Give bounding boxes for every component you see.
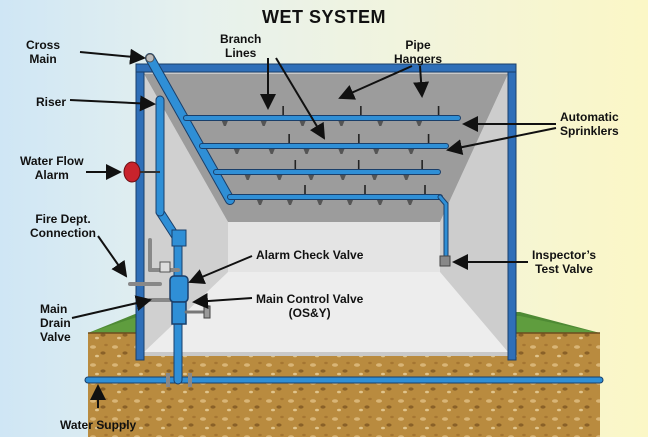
piping <box>84 53 604 387</box>
arrow-pipe-hangers-1 <box>338 65 413 100</box>
sprinkler-head <box>373 149 380 154</box>
arrow-riser <box>69 95 156 112</box>
sprinkler-head <box>407 200 413 205</box>
arrow-sprinklers-2 <box>446 127 557 156</box>
arrow-main-drain <box>71 295 152 319</box>
sprinkler-head <box>257 200 263 205</box>
diagram-title: WET SYSTEM <box>261 7 386 27</box>
sprinkler-head <box>403 175 410 180</box>
arrow-main-control-valve <box>192 293 253 310</box>
sprinkler-head <box>276 175 283 180</box>
arrow-branch-lines-2 <box>275 57 326 140</box>
sprinkler-head <box>371 175 378 180</box>
sprinkler-head <box>338 121 345 126</box>
sprinkler-head <box>416 121 423 126</box>
sprinkler-head <box>317 200 323 205</box>
sprinkler-head <box>260 121 267 126</box>
sprinkler-head <box>221 121 228 126</box>
sprinkler-head <box>299 121 306 126</box>
sprinkler-head <box>377 200 383 205</box>
back-wall <box>228 222 440 272</box>
sprinkler-head <box>303 149 310 154</box>
sprinkler-head <box>233 149 240 154</box>
sprinkler-head <box>287 200 293 205</box>
arrow-fire-dept-connection <box>97 235 128 278</box>
sprinkler-head <box>338 149 345 154</box>
arrow-pipe-hangers-2 <box>413 65 430 98</box>
sprinkler-head <box>268 149 275 154</box>
label-fire-dept-connection: Fire Dept.Connection <box>30 212 96 240</box>
floor <box>144 272 508 352</box>
label-riser: Riser <box>36 95 67 109</box>
callout-arrows <box>69 48 557 408</box>
sprinkler-head <box>244 175 251 180</box>
arrow-alarm-check-valve <box>188 255 253 284</box>
label-alarm-check-valve: Alarm Check Valve <box>256 248 364 262</box>
sprinkler-head <box>408 149 415 154</box>
arrow-cross-main <box>79 48 146 65</box>
sprinkler-heads <box>221 106 440 205</box>
sprinkler-head <box>308 175 315 180</box>
sprinkler-head <box>339 175 346 180</box>
water-flow-alarm-bell <box>123 161 160 183</box>
label-water-supply: Water Supply <box>60 418 137 432</box>
label-main-control-valve: Main Control Valve(OS&Y) <box>256 292 364 320</box>
sprinkler-head <box>347 200 353 205</box>
sprinkler-head <box>377 121 384 126</box>
